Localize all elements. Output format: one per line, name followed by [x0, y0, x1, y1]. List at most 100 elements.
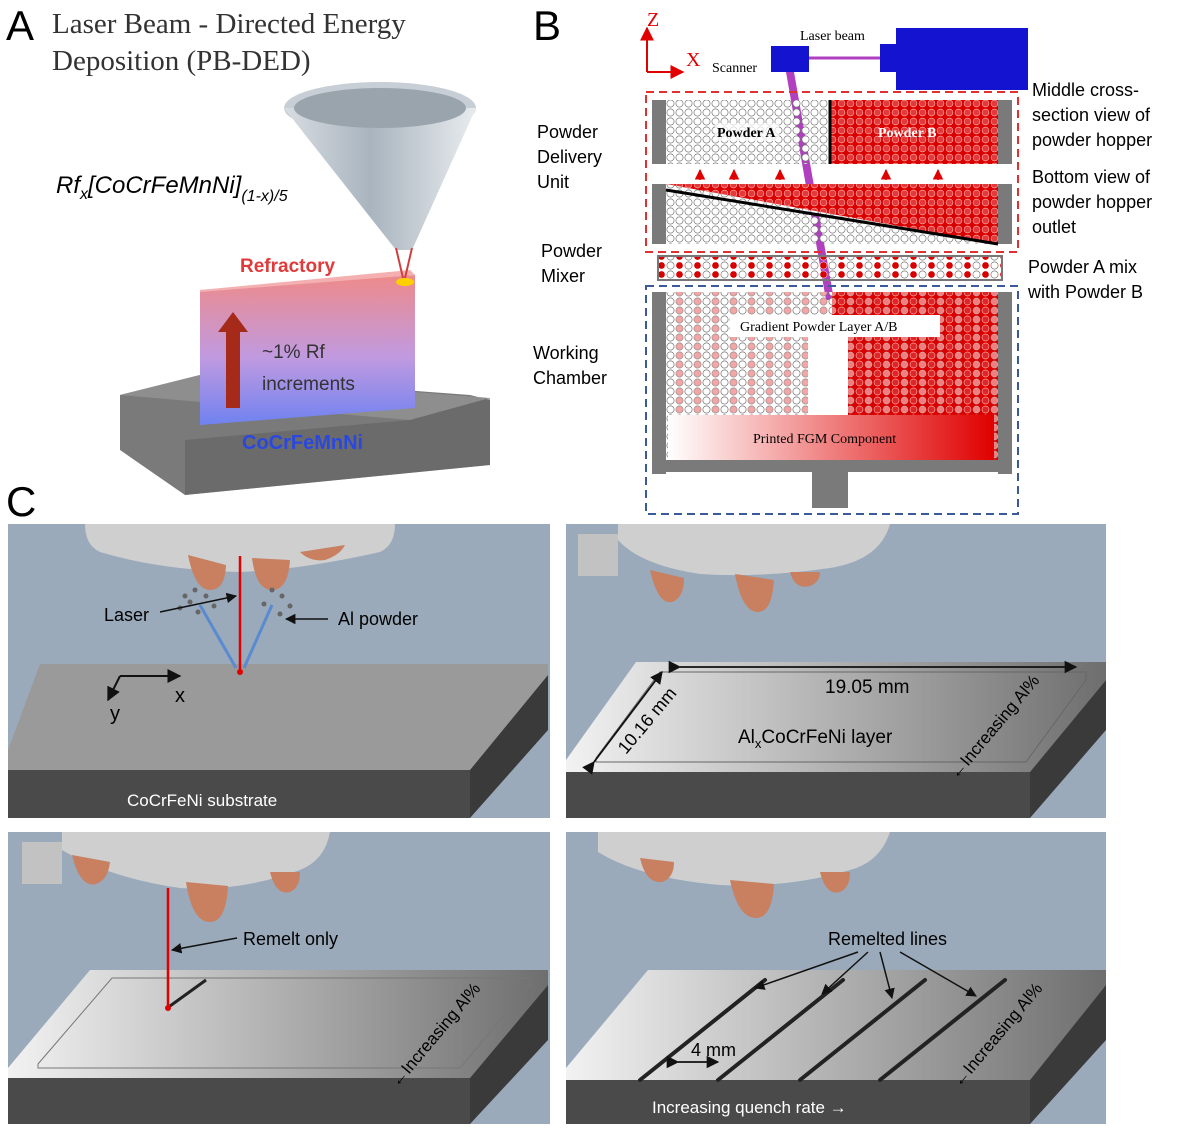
label-mix-1: Powder A mix — [1028, 257, 1137, 277]
outlet-diagonal — [665, 188, 999, 246]
scanner-label: Scanner — [712, 61, 757, 76]
powder-stream-right — [404, 247, 413, 279]
label-delivery-1: Powder — [537, 122, 598, 142]
scanner-box — [771, 46, 809, 72]
br-nozzle-tip-back — [820, 872, 850, 893]
powder-stream-left — [395, 247, 404, 279]
tl-nozzle-tip-back — [300, 545, 345, 561]
chamber-dashed-border — [645, 285, 1019, 515]
tl-laser-label: Laser — [104, 605, 149, 625]
tr-nozzle-tip-back — [790, 572, 820, 587]
br-nozzle-tip-left — [640, 858, 674, 883]
outlet-wall-left — [652, 184, 666, 244]
gradient-layer-bg — [730, 315, 940, 337]
axis-x-label: X — [686, 49, 701, 71]
laser-beam-label: Laser beam — [800, 29, 865, 44]
hopper-wall-left — [652, 100, 666, 164]
label-middle-3: powder hopper — [1032, 130, 1152, 150]
label-chamber-2: Chamber — [533, 368, 607, 388]
panel-c-bottom-left: Remelt only ←Increasing Al% — [8, 832, 550, 1124]
panel-a-title-line2: Deposition (PB-DED) — [52, 45, 311, 77]
powder-b-region — [830, 100, 998, 164]
label-bottom-1: Bottom view of — [1032, 167, 1151, 187]
tr-width-label: 19.05 mm — [825, 677, 909, 698]
br-pointer-2 — [821, 951, 869, 995]
br-pointer-4 — [899, 951, 977, 997]
bl-remelt-label: Remelt only — [243, 929, 338, 949]
hopper-wall-right — [998, 100, 1012, 164]
tl-focal-point — [237, 669, 243, 675]
laser-coupler — [880, 44, 896, 72]
arrow-label-line2: increments — [262, 374, 355, 395]
br-plate-top — [566, 970, 1106, 1080]
br-spacing-label: 4 mm — [691, 1040, 736, 1060]
panel-a-title-line1: Laser Beam - Directed Energy — [52, 8, 406, 40]
increment-arrow-head — [218, 312, 248, 332]
formula-rf: Rf — [56, 172, 82, 199]
axis-z-label: Z — [647, 9, 659, 31]
build-piston — [812, 472, 848, 508]
substrate-side — [185, 398, 490, 495]
powder-a-label-bg — [715, 123, 779, 141]
bl-remelt-pointer — [170, 937, 238, 954]
base-material-label: CoCrFeMnNi — [242, 432, 363, 454]
br-line-2 — [716, 978, 845, 1082]
tl-axis-y — [107, 675, 121, 702]
nozzle-opening — [294, 88, 466, 128]
gradient-layer-label: Gradient Powder Layer A/B — [740, 320, 897, 335]
formula-body: [CoCrFeMnNi] — [87, 172, 243, 199]
chamber-wall-left — [652, 292, 666, 474]
printed-component-label: Printed FGM Component — [753, 432, 896, 447]
tl-substrate-label: CoCrFeNi substrate — [127, 791, 277, 810]
bl-focal-point — [165, 1005, 171, 1011]
panel-c-letter: C — [6, 478, 36, 525]
bl-plate-top — [8, 970, 548, 1078]
tl-nozzle-tip-left — [188, 555, 226, 590]
increment-arrow-shaft — [226, 330, 240, 408]
powder-a-label-text: Powder A — [717, 126, 776, 141]
right-labels: Middle cross- section view of powder hop… — [1027, 80, 1152, 302]
br-plate-front — [566, 1080, 1030, 1124]
powder-b-label: Powder B — [878, 126, 936, 141]
tr-plate-front — [566, 772, 1030, 818]
label-mixer-1: Powder — [541, 241, 602, 261]
br-line-1 — [638, 978, 767, 1082]
tl-axis-y-label: y — [110, 703, 120, 725]
component-stem — [808, 337, 848, 417]
br-line-4 — [878, 978, 1007, 1082]
bl-nozzle-tip-back — [270, 872, 300, 893]
br-quench-label: Increasing quench rate → — [652, 1098, 847, 1117]
tr-nozzle — [618, 524, 890, 576]
formula-exp: (1-x)/5 — [241, 188, 287, 205]
br-remelted-label: Remelted lines — [828, 929, 947, 949]
laser-unit — [896, 28, 1028, 90]
bl-layer-outline — [37, 977, 531, 1069]
hopper-dashed-border — [645, 91, 1019, 253]
nozzle-cone — [284, 108, 476, 250]
formula-sub: x — [79, 186, 89, 203]
tr-layer-label: AlxCoCrFeNi layer — [738, 727, 893, 751]
tr-depth-dimension — [582, 670, 663, 775]
label-middle-1: Middle cross- — [1032, 80, 1139, 100]
label-middle-2: section view of — [1032, 105, 1151, 125]
melt-pool — [396, 278, 414, 286]
tr-label-placeholder — [578, 534, 618, 576]
bl-nozzle — [62, 832, 330, 889]
label-bottom-3: outlet — [1032, 217, 1076, 237]
chamber-wall-right — [998, 292, 1012, 474]
bl-nozzle-tip-front — [186, 882, 228, 922]
label-mix-2: with Powder B — [1027, 282, 1143, 302]
tr-nozzle-tip-front — [650, 570, 684, 603]
br-remelted-lines — [638, 978, 1007, 1082]
printed-fgm-component — [668, 415, 994, 460]
bl-label-placeholder — [22, 842, 62, 884]
build-plate — [664, 460, 1000, 472]
panel-c-top-right: 19.05 mm 10.16 mm AlxCoCrFeNi layer ←Inc… — [566, 524, 1106, 818]
left-labels: Powder Delivery Unit Powder Mixer Workin… — [533, 122, 607, 388]
br-line-3 — [798, 978, 927, 1082]
gradient-block — [200, 275, 415, 425]
tl-powder-stream-right — [242, 604, 274, 669]
formula: Rfx[CoCrFeMnNi](1-x)/5 — [56, 172, 288, 205]
br-pointer-3 — [879, 951, 895, 1000]
